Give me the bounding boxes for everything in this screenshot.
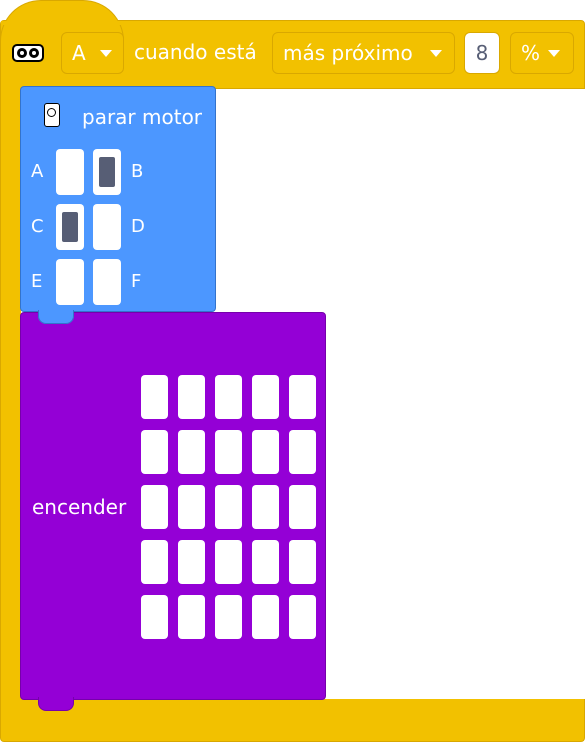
port-label-a: A	[31, 161, 44, 182]
led-pixel[interactable]	[289, 595, 316, 639]
led-pixel[interactable]	[252, 540, 279, 584]
led-pixel[interactable]	[215, 485, 242, 529]
led-pixel[interactable]	[141, 540, 168, 584]
led-pixel[interactable]	[141, 375, 168, 419]
port-label-c: C	[31, 216, 44, 237]
led-pixel[interactable]	[252, 595, 279, 639]
led-pixel[interactable]	[289, 540, 316, 584]
led-pixel[interactable]	[141, 595, 168, 639]
block-connector-notch	[38, 310, 74, 324]
port-label-f: F	[131, 271, 142, 292]
block-connector-notch	[38, 697, 74, 711]
hat-block-bottom	[0, 699, 585, 742]
stop-motor-label: parar motor	[82, 105, 203, 129]
led-pixel[interactable]	[178, 540, 205, 584]
stop-motor-block[interactable]: parar motor A B C D E F	[20, 86, 216, 312]
distance-input[interactable]: 8	[464, 32, 500, 74]
port-toggle-d[interactable]	[93, 204, 121, 250]
hat-block-label: cuando está	[134, 40, 257, 64]
distance-sensor-icon	[12, 44, 44, 62]
hat-block-arm	[0, 87, 21, 700]
chevron-down-icon	[548, 50, 560, 57]
light-matrix-label: encender	[32, 495, 127, 519]
chevron-down-icon	[100, 50, 112, 57]
comparison-dropdown-value: más próximo	[283, 41, 413, 65]
port-dropdown-value: A	[72, 41, 86, 65]
port-label-d: D	[131, 216, 145, 237]
led-pixel[interactable]	[141, 430, 168, 474]
comparison-dropdown[interactable]: más próximo	[272, 32, 455, 74]
unit-dropdown-value: %	[521, 41, 541, 65]
port-toggle-c[interactable]	[56, 204, 84, 250]
led-pixel[interactable]	[141, 485, 168, 529]
port-label-b: B	[131, 161, 144, 182]
led-pixel[interactable]	[178, 595, 205, 639]
led-pixel[interactable]	[178, 430, 205, 474]
led-pixel[interactable]	[252, 375, 279, 419]
led-pixel[interactable]	[178, 485, 205, 529]
led-pixel[interactable]	[289, 375, 316, 419]
led-pixel[interactable]	[289, 430, 316, 474]
port-toggle-f[interactable]	[93, 259, 121, 305]
led-pixel[interactable]	[252, 485, 279, 529]
port-toggle-b[interactable]	[93, 149, 121, 195]
unit-dropdown[interactable]: %	[510, 32, 574, 74]
port-label-e: E	[31, 271, 43, 292]
led-pixel[interactable]	[252, 430, 279, 474]
led-pixel[interactable]	[289, 485, 316, 529]
led-pixel[interactable]	[215, 375, 242, 419]
chevron-down-icon	[430, 50, 442, 57]
led-pixel[interactable]	[178, 375, 205, 419]
port-toggle-e[interactable]	[56, 259, 84, 305]
led-pixel[interactable]	[215, 540, 242, 584]
motor-icon	[44, 103, 60, 127]
port-dropdown[interactable]: A	[61, 32, 124, 74]
led-pixel[interactable]	[215, 430, 242, 474]
led-pixel[interactable]	[215, 595, 242, 639]
port-toggle-a[interactable]	[56, 149, 84, 195]
